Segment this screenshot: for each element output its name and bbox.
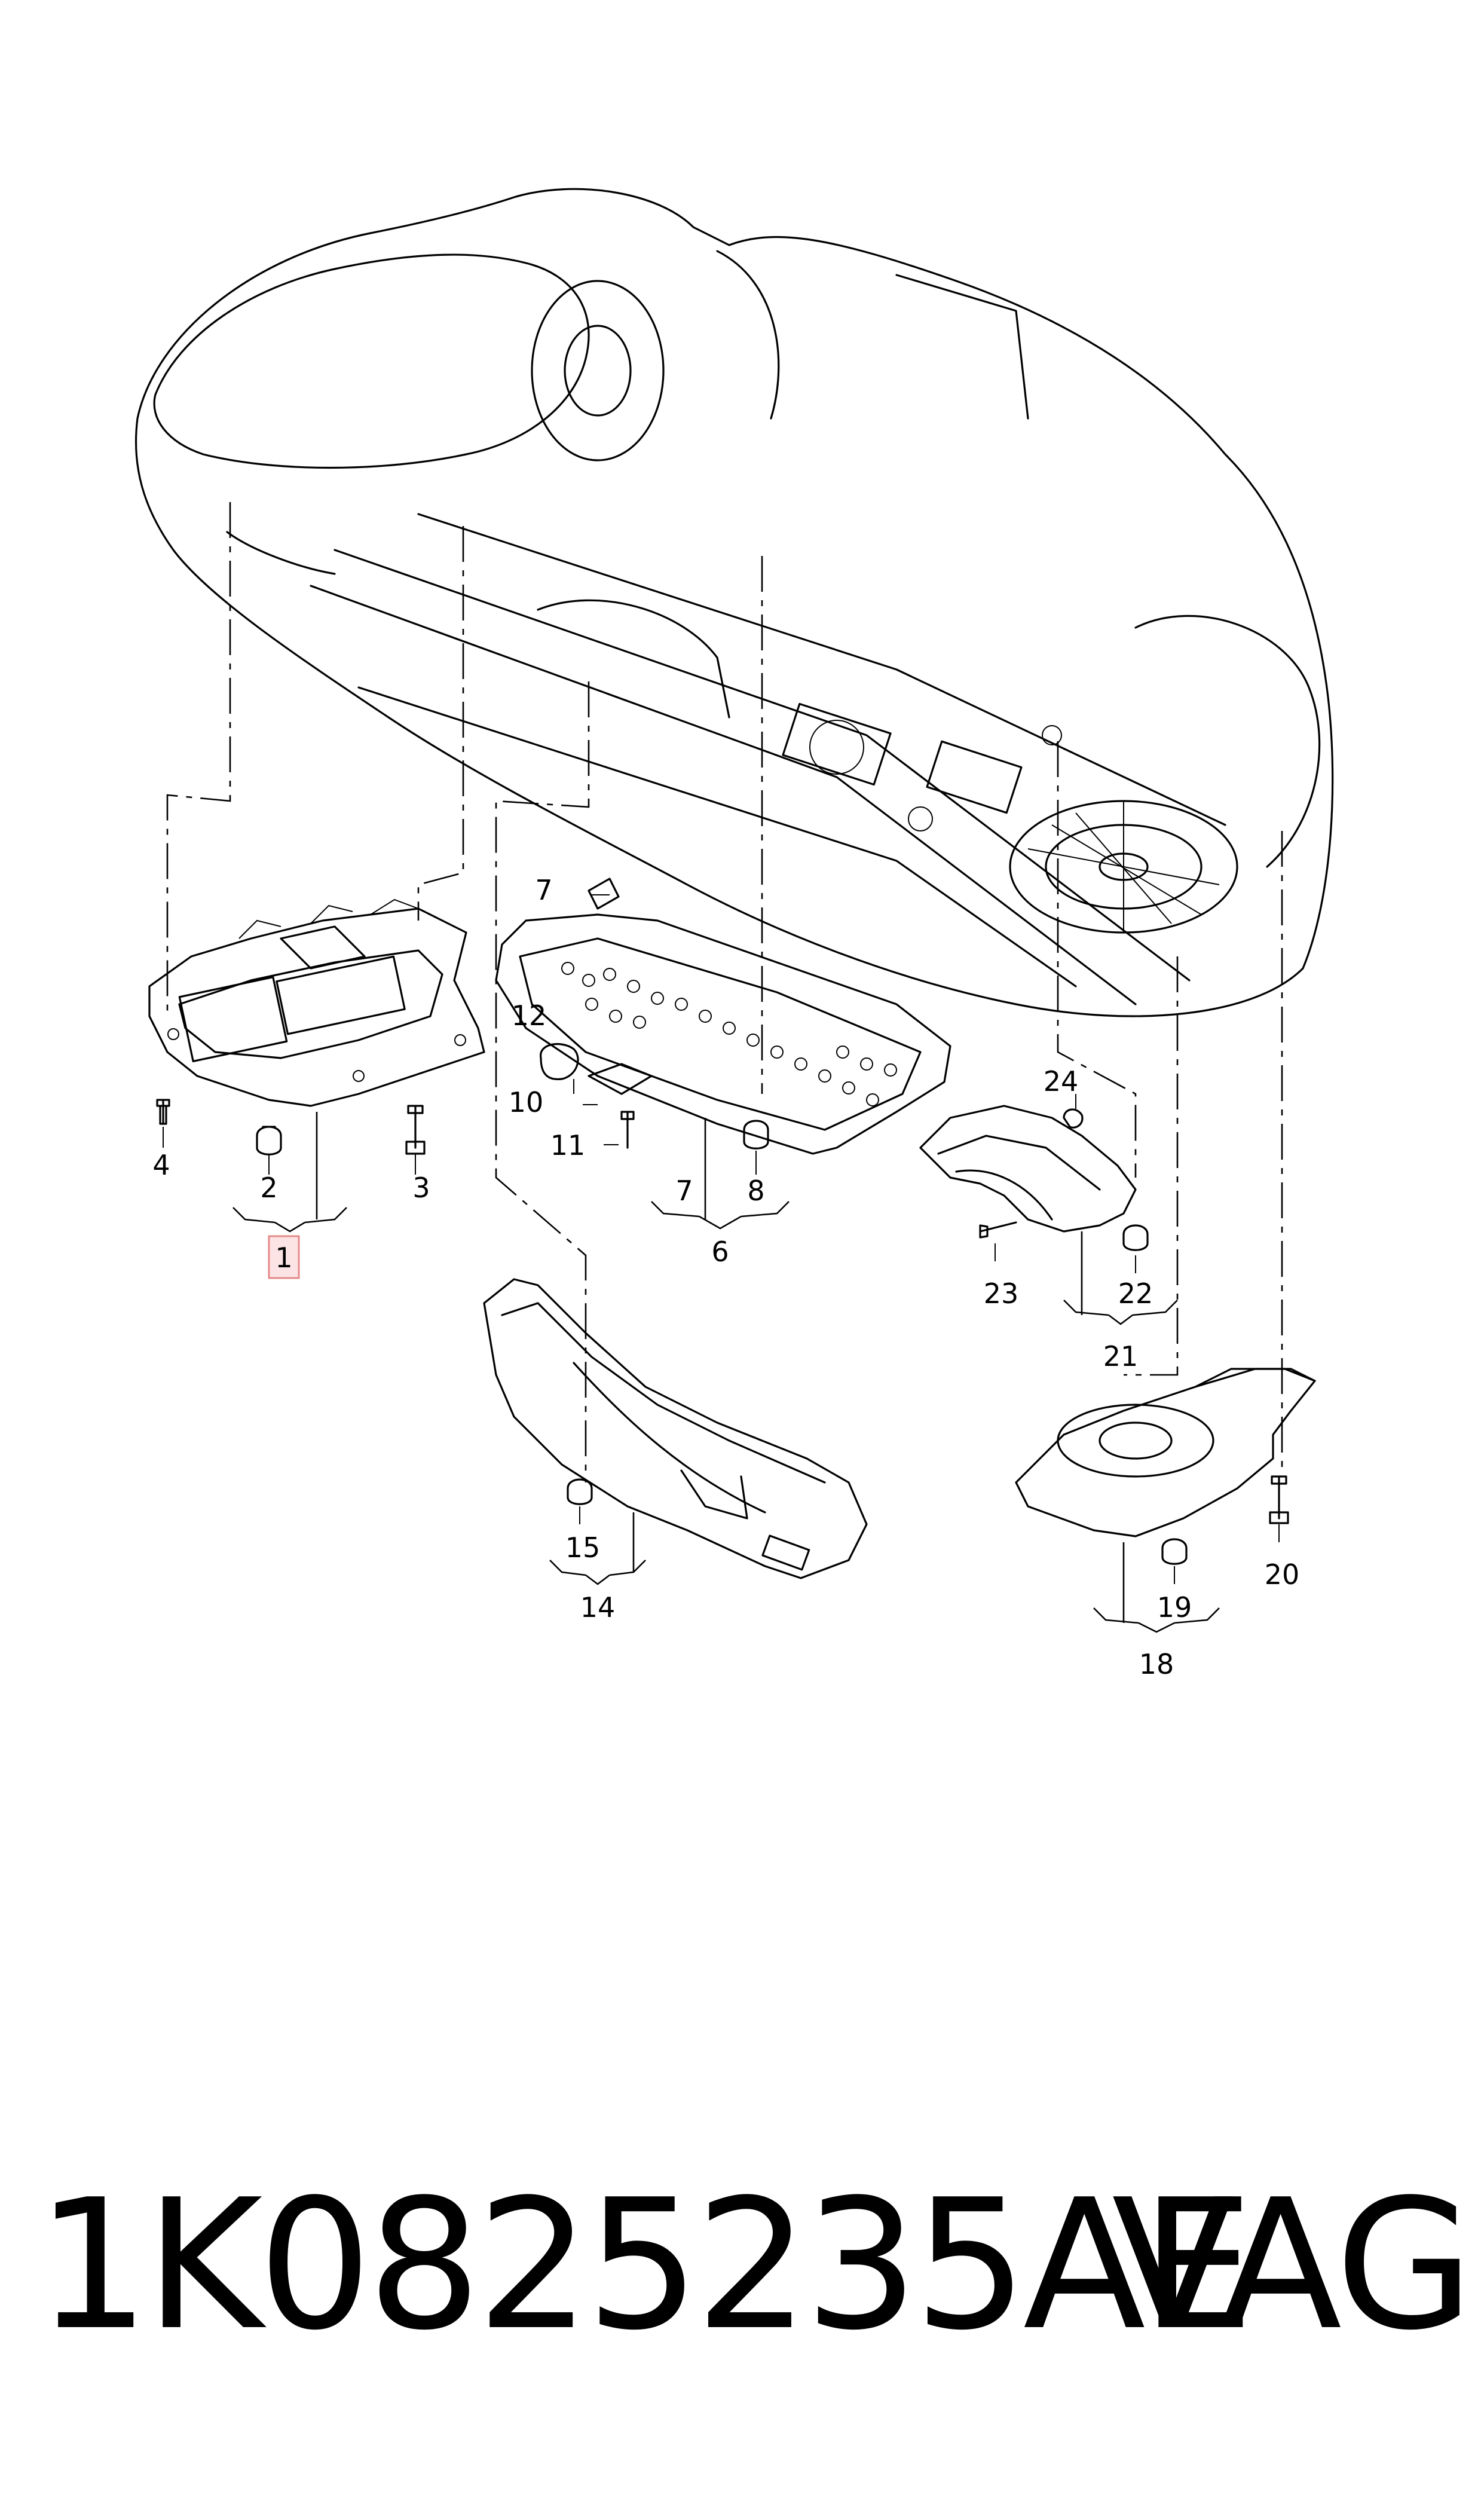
- callout-22: 22: [1118, 1277, 1153, 1310]
- callout-18: 18: [1139, 1648, 1174, 1680]
- callout-24: 24: [1044, 1065, 1079, 1097]
- callout-6: 6: [711, 1236, 729, 1268]
- callout-3: 3: [412, 1172, 430, 1204]
- callout-4: 4: [152, 1149, 170, 1181]
- callout-10: 10: [509, 1086, 544, 1118]
- bracket-14: [549, 1512, 646, 1585]
- bracket-18: [1093, 1542, 1220, 1633]
- bolt-20: [1269, 1475, 1289, 1524]
- nut-22: [1122, 1224, 1149, 1251]
- callout-8: 8: [747, 1175, 764, 1207]
- callout-numbers: 1 2 3 4 7 12 10 11 7 8 6 24 23 22 21 15 …: [152, 874, 1299, 1680]
- bolt-23: [979, 1221, 1017, 1239]
- callout-11: 11: [550, 1129, 586, 1161]
- part-number: 1K0825235AE: [36, 2161, 1254, 2370]
- bolt-3: [405, 1105, 426, 1155]
- clip-24: [1063, 1108, 1084, 1129]
- callout-14: 14: [580, 1591, 616, 1624]
- bracket-1: [232, 1112, 347, 1233]
- part-21-side-duct: [919, 1094, 1149, 1273]
- fasteners-part-1: [156, 1099, 426, 1175]
- clip-10: [588, 1063, 653, 1095]
- nut-19: [1161, 1538, 1188, 1565]
- callout-1: 1: [275, 1242, 292, 1274]
- callout-23: 23: [984, 1277, 1019, 1310]
- highlight-box-1: [268, 1235, 300, 1279]
- callout-12: 12: [512, 999, 547, 1032]
- bolt-11: [620, 1111, 635, 1149]
- part-6-centre-panel: [495, 878, 951, 1175]
- nut-8: [743, 1120, 769, 1150]
- callout-2: 2: [260, 1172, 277, 1204]
- part-18-rear-undertray: [1015, 1368, 1316, 1584]
- callout-7-top: 7: [535, 874, 552, 906]
- bracket-6: [651, 1118, 790, 1230]
- callout-15: 15: [565, 1531, 601, 1564]
- bolt-4: [156, 1099, 170, 1125]
- leader-lines: [166, 502, 1283, 1482]
- brand-label: VAG: [1112, 2161, 1474, 2370]
- callout-20: 20: [1265, 1558, 1300, 1591]
- callout-21: 21: [1103, 1340, 1139, 1372]
- clip-12: [540, 1043, 579, 1081]
- parts-diagram: 1 2 3 4 7 12 10 11 7 8 6 24 23 22 21 15 …: [134, 188, 1334, 1680]
- nut-2: [256, 1126, 282, 1155]
- part-14-side-undertray: [483, 1278, 868, 1579]
- car-underbody: [134, 188, 1334, 1017]
- callout-7-bottom: 7: [675, 1175, 693, 1207]
- bracket-21: [1063, 1231, 1178, 1325]
- callout-19: 19: [1157, 1591, 1192, 1624]
- footer: 1K0825235AE VAG: [0, 2176, 1484, 2403]
- nut-15: [567, 1478, 593, 1505]
- part-1-engine-undertray: [148, 898, 485, 1107]
